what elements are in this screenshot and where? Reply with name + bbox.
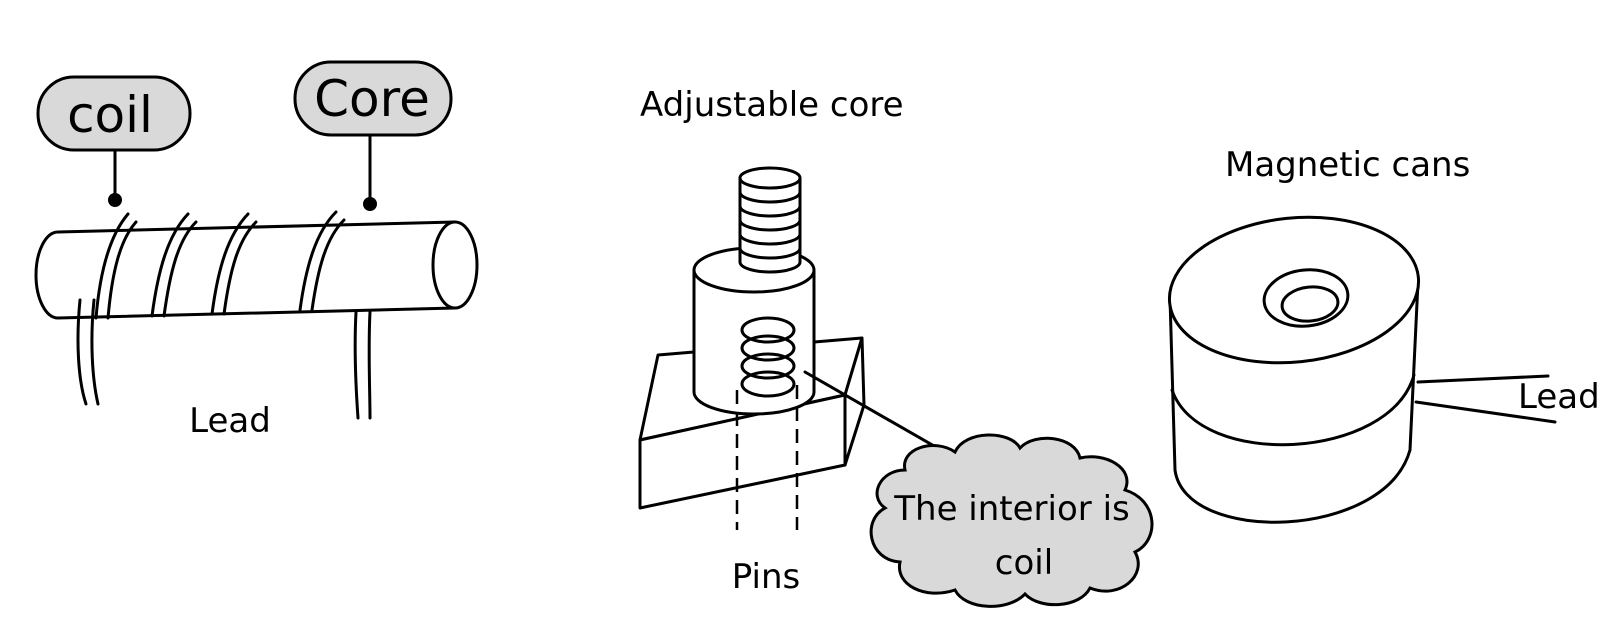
adjustable-inductor: Adjustable core Pins [638, 85, 1154, 608]
core-label: Core [314, 70, 430, 128]
core-label-bubble [293, 60, 453, 137]
lead-label-right: Lead [1518, 377, 1600, 417]
coil-label: coil [67, 86, 153, 144]
interior-label-line1: The interior is [893, 489, 1129, 529]
lead-wire-right-2 [1414, 400, 1557, 424]
rod-inductor: coil Core Lead [34, 60, 479, 441]
internal-coil [740, 316, 796, 398]
pins-label: Pins [732, 557, 800, 597]
cylinder-body [692, 268, 816, 416]
interior-cloud-bubble [869, 433, 1154, 608]
can-seam [1170, 373, 1416, 447]
can-hole-inner [1280, 285, 1340, 323]
core-callout-dot [363, 197, 377, 211]
interior-label-line2: coil [995, 543, 1053, 583]
lead-wire-right-1 [1416, 374, 1550, 384]
lead-wire-left-2b [367, 310, 372, 420]
lead-wire-left-1 [76, 298, 88, 406]
lead-wire-left-1b [90, 298, 100, 406]
rod-end [431, 220, 479, 310]
lead-wire-left-2 [353, 310, 360, 420]
screw-threads [738, 166, 802, 260]
rod-core [34, 220, 474, 320]
lead-label-left: Lead [189, 401, 271, 441]
magnetic-cans-label: Magnetic cans [1225, 145, 1470, 185]
magnetic-can-inductor: Magnetic cans Lead [1167, 145, 1600, 524]
adjustable-core-label: Adjustable core [640, 85, 904, 125]
coil-label-bubble [36, 75, 192, 152]
coil-callout-dot [108, 193, 122, 207]
coil-windings [94, 210, 346, 320]
